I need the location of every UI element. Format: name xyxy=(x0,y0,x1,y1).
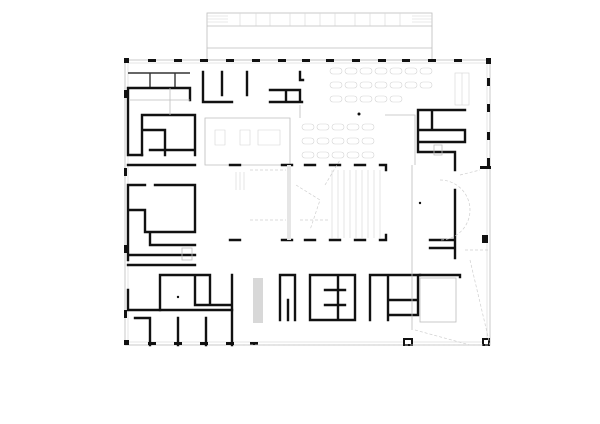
west-rooms xyxy=(126,163,234,347)
south-rooms xyxy=(253,273,462,342)
dining-hall-north xyxy=(204,67,470,166)
east-lobby xyxy=(411,165,491,346)
site-paths xyxy=(240,329,490,346)
canopy xyxy=(206,12,433,61)
building-outline xyxy=(124,58,491,346)
northwest-rooms xyxy=(126,70,305,157)
atrium xyxy=(228,159,388,242)
northeast-core xyxy=(416,108,467,172)
